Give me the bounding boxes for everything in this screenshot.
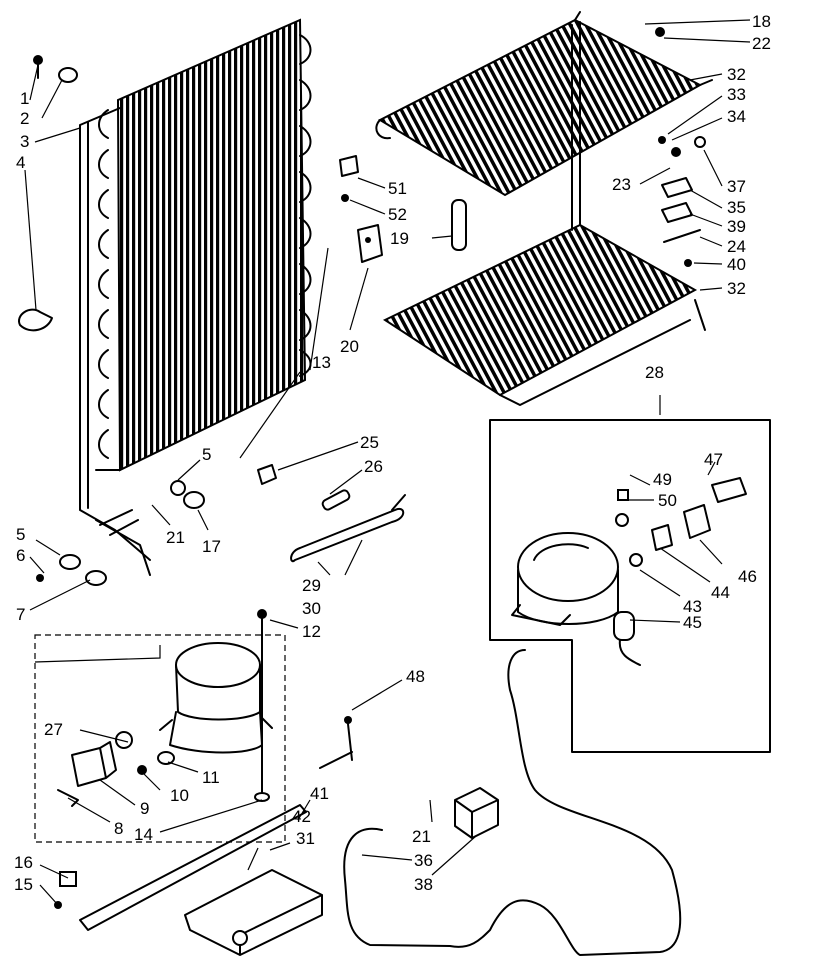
callout-2: 2 — [20, 109, 29, 128]
callout-8: 8 — [114, 819, 123, 838]
callout-45: 45 — [683, 613, 702, 632]
evaporator-coil-upper — [375, 11, 713, 197]
relay-part-51 — [339, 155, 359, 177]
callout-52: 52 — [388, 205, 407, 224]
box-part-38 — [454, 787, 499, 839]
callout-43: 43 — [683, 597, 702, 616]
base-pan-part-31 — [184, 869, 323, 956]
callout-labels: 1 2 3 4 18 22 32 33 34 23 37 35 39 24 40… — [14, 12, 771, 894]
tube-part-26 — [321, 489, 351, 511]
callout-13: 13 — [312, 353, 331, 372]
spacer-part-19 — [451, 199, 467, 251]
condensate-tube-36 — [343, 649, 682, 956]
rail-part-41 — [79, 804, 307, 931]
callout-21-left: 21 — [166, 528, 185, 547]
parts-right-cluster — [613, 27, 747, 666]
valve-part-5 — [170, 480, 186, 496]
callout-4: 4 — [16, 153, 25, 172]
callout-12: 12 — [302, 622, 321, 641]
callout-6: 6 — [16, 546, 25, 565]
callout-10: 10 — [170, 786, 189, 805]
callout-50: 50 — [658, 491, 677, 510]
clip-part-4 — [18, 308, 53, 332]
callout-42: 42 — [292, 807, 311, 826]
callout-31: 31 — [296, 829, 315, 848]
callout-15: 15 — [14, 875, 33, 894]
callout-25: 25 — [360, 433, 379, 452]
callout-1: 1 — [20, 89, 29, 108]
callout-5-lower: 5 — [16, 525, 25, 544]
rod-part-12 — [254, 609, 270, 802]
callout-28: 28 — [645, 363, 664, 382]
callout-41: 41 — [310, 784, 329, 803]
compressor-inset-frame — [489, 419, 771, 753]
callout-48: 48 — [406, 667, 425, 686]
screw-part-52 — [341, 194, 349, 202]
part-27 — [115, 731, 133, 749]
callout-7: 7 — [16, 605, 25, 624]
callout-9: 9 — [140, 799, 149, 818]
leader-lines — [24, 19, 751, 906]
callout-40: 40 — [727, 255, 746, 274]
callout-33: 33 — [727, 85, 746, 104]
callout-21-right: 21 — [412, 827, 431, 846]
callout-51: 51 — [388, 179, 407, 198]
callout-24: 24 — [727, 237, 746, 256]
relay-part-9 — [71, 741, 117, 787]
callout-14: 14 — [134, 825, 153, 844]
grommet-part-2 — [58, 67, 78, 83]
valve-part-17 — [183, 491, 205, 509]
callout-32-upper: 32 — [727, 65, 746, 84]
callout-44: 44 — [711, 583, 730, 602]
fitting-parts-5-6-7 — [36, 554, 107, 586]
callout-26: 26 — [364, 457, 383, 476]
callout-3: 3 — [20, 132, 29, 151]
callout-46: 46 — [738, 567, 757, 586]
callout-16: 16 — [14, 853, 33, 872]
bracket-part-20 — [357, 224, 383, 263]
callout-23: 23 — [612, 175, 631, 194]
callout-17: 17 — [202, 537, 221, 556]
compressor-left — [159, 642, 273, 754]
callout-5-upper: 5 — [202, 445, 211, 464]
callout-19: 19 — [390, 229, 409, 248]
callout-37: 37 — [727, 177, 746, 196]
callout-49: 49 — [653, 470, 672, 489]
drier-part-29 — [290, 494, 406, 563]
callout-11: 11 — [202, 768, 220, 787]
callout-36: 36 — [414, 851, 433, 870]
part-10-11 — [137, 751, 175, 775]
part-48 — [319, 716, 353, 769]
clip-part-8 — [57, 789, 79, 807]
callout-47: 47 — [704, 450, 723, 469]
compressor-dashed-frame — [34, 634, 286, 843]
callout-39: 39 — [727, 217, 746, 236]
callout-30: 30 — [302, 599, 321, 618]
condenser-coil — [79, 18, 312, 576]
callout-29: 29 — [302, 576, 321, 595]
callout-38: 38 — [414, 875, 433, 894]
valve-part-25 — [257, 464, 277, 485]
callout-27: 27 — [44, 720, 63, 739]
callout-32-lower: 32 — [727, 279, 746, 298]
callout-20: 20 — [340, 337, 359, 356]
callout-34: 34 — [727, 107, 746, 126]
compressor-right — [511, 532, 619, 626]
callout-18: 18 — [752, 12, 771, 31]
evaporator-coil-lower — [382, 21, 706, 406]
callout-22: 22 — [752, 34, 771, 53]
callout-35: 35 — [727, 198, 746, 217]
